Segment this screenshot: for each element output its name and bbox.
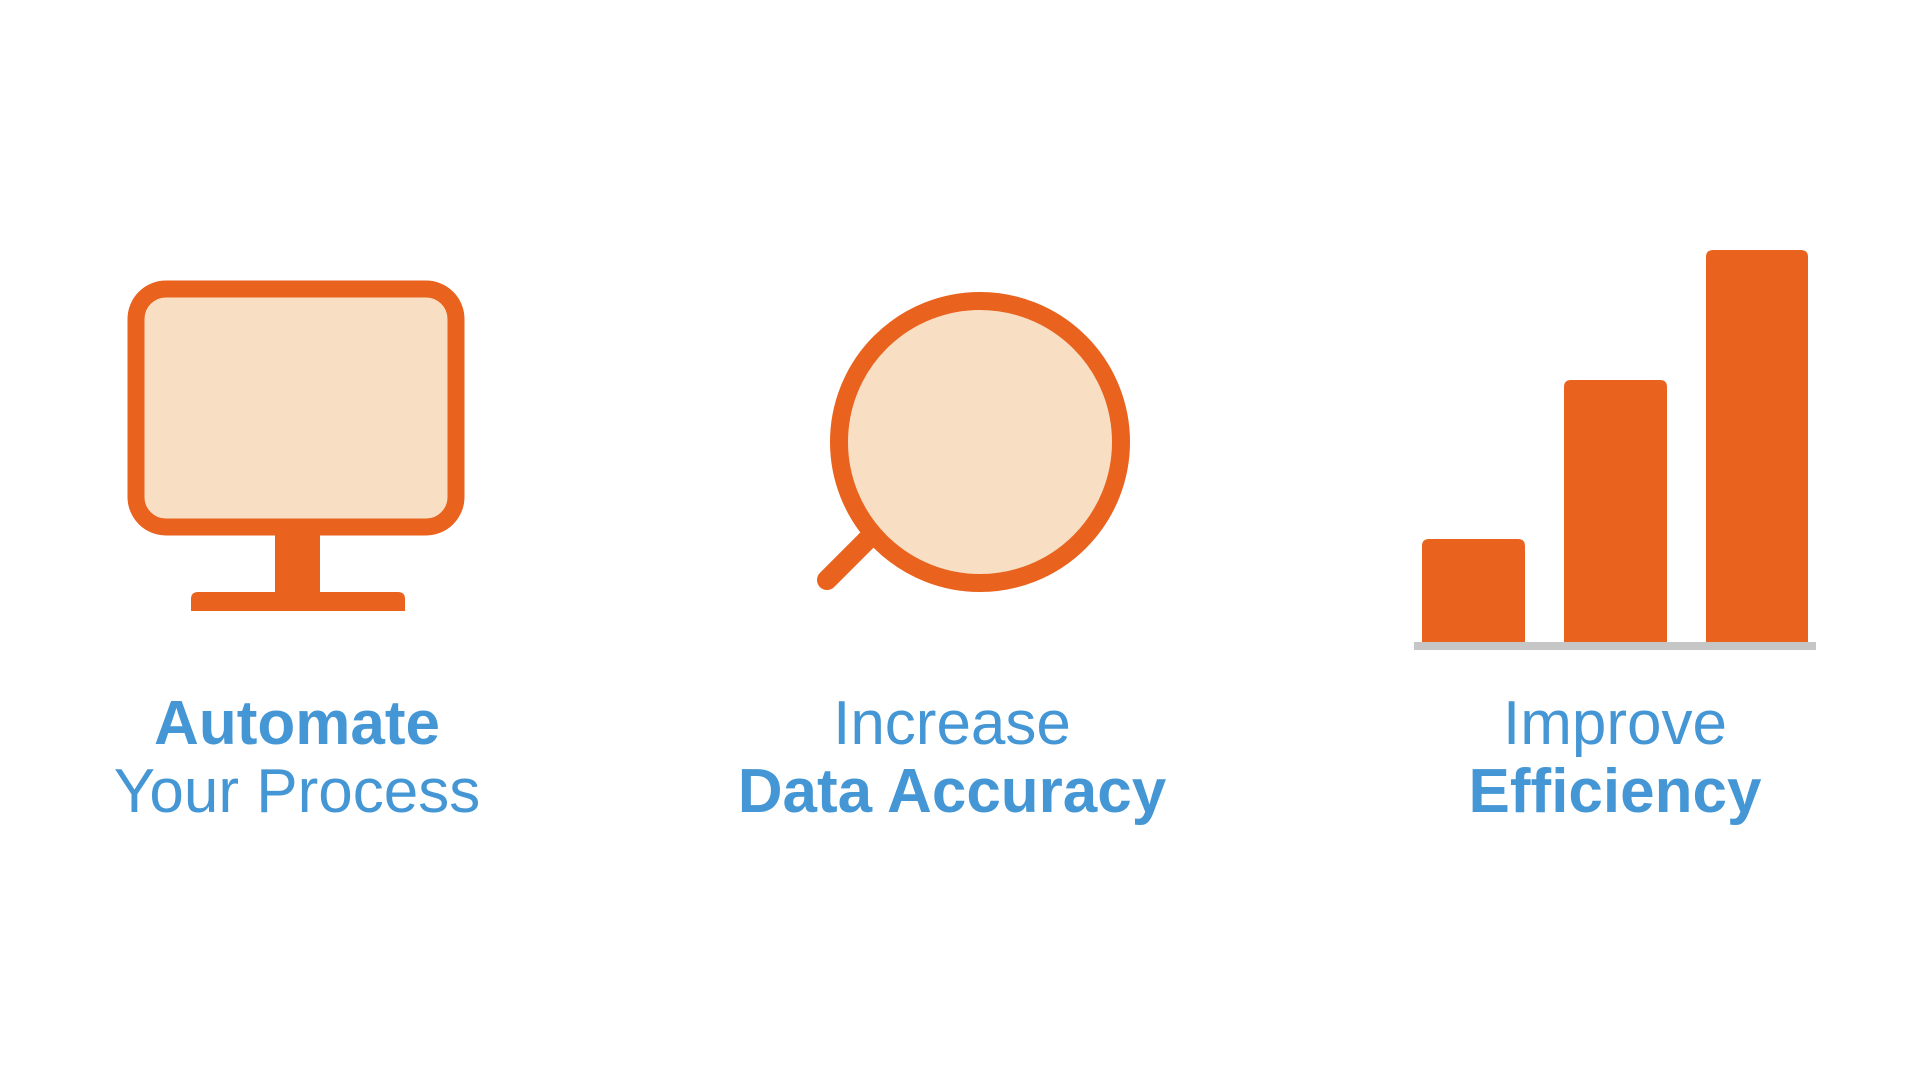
bar-chart-icon (1414, 250, 1816, 650)
caption-line-2: Efficiency (1468, 757, 1762, 826)
feature-caption: Improve Efficiency (1295, 690, 1920, 826)
caption-line-1: Improve (1503, 689, 1727, 758)
caption-line-2: Data Accuracy (737, 757, 1167, 826)
caption-line-1: Increase (833, 689, 1071, 758)
feature-caption: Automate Your Process (0, 690, 617, 826)
feature-caption: Increase Data Accuracy (632, 690, 1272, 826)
caption-line-2: Your Process (113, 757, 481, 826)
monitor-icon (127, 280, 465, 611)
caption-line-1: Automate (154, 689, 440, 758)
magnifier-icon (817, 292, 1130, 592)
